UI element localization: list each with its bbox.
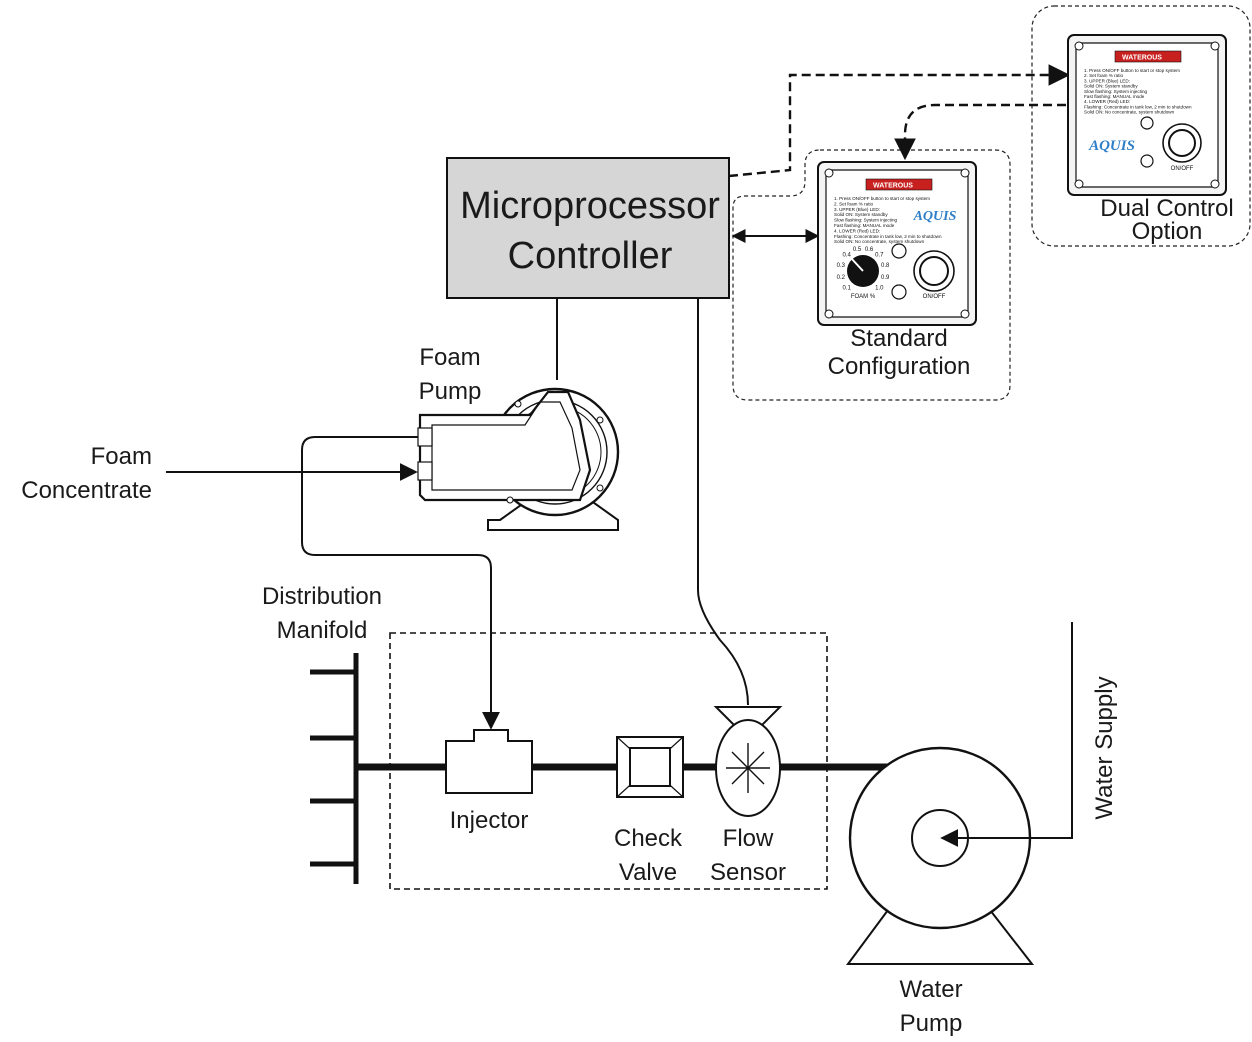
controller-to-dual-control-line bbox=[728, 64, 1071, 178]
instruction-line: Solid ON: System standby bbox=[1084, 84, 1138, 89]
foam-concentrate-label-line2: Concentrate bbox=[21, 477, 152, 504]
instruction-line: Solid ON: No concentrate, system shutdow… bbox=[834, 239, 925, 244]
flow-sensor bbox=[713, 706, 783, 817]
instruction-line: Solid ON: No concentrate, system shutdow… bbox=[1084, 110, 1175, 115]
instruction-line: Flashing: Concentrate in tank low, 2 min… bbox=[834, 234, 942, 239]
dual-control-enclosure bbox=[1031, 5, 1251, 247]
water-supply-line bbox=[940, 622, 1073, 847]
water-pump-label-line2: Pump bbox=[900, 1010, 963, 1037]
dial-tick-label: 1.0 bbox=[875, 285, 884, 291]
dial-tick-label: 0.7 bbox=[875, 253, 884, 259]
foam-pump bbox=[417, 387, 620, 531]
standard-config-label-line1: Standard bbox=[850, 325, 947, 352]
controller-label-line1: Microprocessor bbox=[460, 185, 720, 227]
water-pump bbox=[846, 746, 1035, 965]
foam-pump-to-injector-line bbox=[301, 436, 500, 730]
watrous-logo bbox=[865, 178, 933, 191]
upper-led bbox=[1140, 116, 1154, 130]
dual-on-off-button[interactable] bbox=[1162, 123, 1202, 163]
distribution-manifold-label-line1: Distribution bbox=[262, 583, 382, 610]
check-valve-label-line1: Check bbox=[614, 825, 683, 852]
dual-control-to-standard-line bbox=[894, 103, 1080, 161]
dial-pointer bbox=[850, 257, 864, 272]
check-valve bbox=[616, 736, 684, 798]
flow-sensor-label-line1: Flow bbox=[723, 825, 774, 852]
watrous-logo-text: WATEROUS bbox=[1122, 55, 1162, 62]
aquis-logo: AQUIS bbox=[1088, 138, 1135, 154]
instruction-line: 3. UPPER (Blue) LED: bbox=[834, 207, 880, 212]
instruction-line: 1. Press ON/OFF button to start or stop … bbox=[834, 196, 930, 201]
microprocessor-controller: Microprocessor Controller bbox=[446, 157, 730, 299]
instruction-line: 2. Set foam % ratio bbox=[1084, 73, 1124, 78]
instruction-line: 1. Press ON/OFF button to start or stop … bbox=[1084, 68, 1180, 73]
standard-config-enclosure bbox=[732, 149, 1011, 401]
standard-config-instructions: 1. Press ON/OFF button to start or stop … bbox=[834, 196, 942, 244]
dial-tick-label: 0.4 bbox=[843, 253, 852, 259]
instruction-line: Fast flashing: MANUAL mode bbox=[1084, 94, 1145, 99]
distribution-manifold bbox=[310, 653, 359, 884]
dial-tick-label: 0.3 bbox=[837, 263, 846, 269]
dual-control-label-line1: Dual Control bbox=[1100, 195, 1233, 222]
foam-concentrate-label-line1: Foam bbox=[91, 443, 152, 470]
controller-to-flow-sensor-line bbox=[697, 298, 749, 706]
instruction-line: Solid ON: System standby bbox=[834, 212, 888, 217]
instruction-line: 3. UPPER (Blue) LED: bbox=[1084, 78, 1130, 83]
foam-pump-label-line2: Pump bbox=[419, 378, 482, 405]
on-off-label: ON/OFF bbox=[923, 294, 946, 300]
dial-tick-label: 0.5 bbox=[853, 247, 862, 253]
distribution-manifold-label-line2: Manifold bbox=[277, 617, 368, 644]
instruction-line: Flashing: Concentrate in tank low, 2 min… bbox=[1084, 104, 1192, 109]
dual-control-instructions: 1. Press ON/OFF button to start or stop … bbox=[1084, 68, 1192, 115]
standard-config-panel: WATEROUS AQUIS 1. Press ON/OFF button to… bbox=[817, 161, 977, 326]
water-pump-label-line1: Water bbox=[899, 976, 962, 1003]
water-supply-label: Water Supply bbox=[1091, 676, 1118, 819]
dial-tick-label: 0.2 bbox=[837, 275, 846, 281]
injector-label: Injector bbox=[450, 807, 529, 834]
dial-tick-label: 0.1 bbox=[843, 285, 852, 291]
check-valve-label-line2: Valve bbox=[619, 859, 677, 886]
instruction-line: Fast flashing: MANUAL mode bbox=[834, 223, 895, 228]
dual-control-label-line2: Option bbox=[1132, 218, 1203, 245]
foam-skid-enclosure bbox=[389, 632, 828, 890]
lower-led bbox=[891, 284, 907, 300]
dial-tick-label: 0.8 bbox=[881, 263, 890, 269]
dual-control-panel: WATEROUS 1. Press ON/OFF button to start… bbox=[1067, 34, 1227, 196]
lower-led bbox=[1140, 154, 1154, 168]
watrous-logo bbox=[1114, 50, 1182, 63]
instruction-line: 4. LOWER (Red) LED: bbox=[1084, 99, 1130, 104]
watrous-logo-text: WATEROUS bbox=[873, 183, 913, 190]
standard-on-off-button[interactable] bbox=[913, 250, 955, 292]
dial-tick-label: 0.6 bbox=[865, 247, 874, 253]
instruction-line: Slow flashing: System injecting bbox=[834, 218, 898, 223]
dial-tick-label: 0.9 bbox=[881, 275, 890, 281]
instruction-line: 2. Set foam % ratio bbox=[834, 201, 874, 206]
upper-led bbox=[891, 243, 907, 259]
controller-label-line2: Controller bbox=[508, 235, 673, 277]
aquis-logo: AQUIS bbox=[913, 209, 957, 224]
injector bbox=[445, 729, 533, 794]
instruction-line: 4. LOWER (Red) LED: bbox=[834, 228, 880, 233]
foam-pump-label-line1: Foam bbox=[419, 344, 480, 371]
standard-config-label-line2: Configuration bbox=[828, 353, 971, 380]
foam-percent-label: FOAM % bbox=[851, 294, 876, 300]
on-off-label: ON/OFF bbox=[1171, 166, 1194, 172]
flow-sensor-label-line2: Sensor bbox=[710, 859, 786, 886]
instruction-line: Slow flashing: System injecting bbox=[1084, 89, 1148, 94]
